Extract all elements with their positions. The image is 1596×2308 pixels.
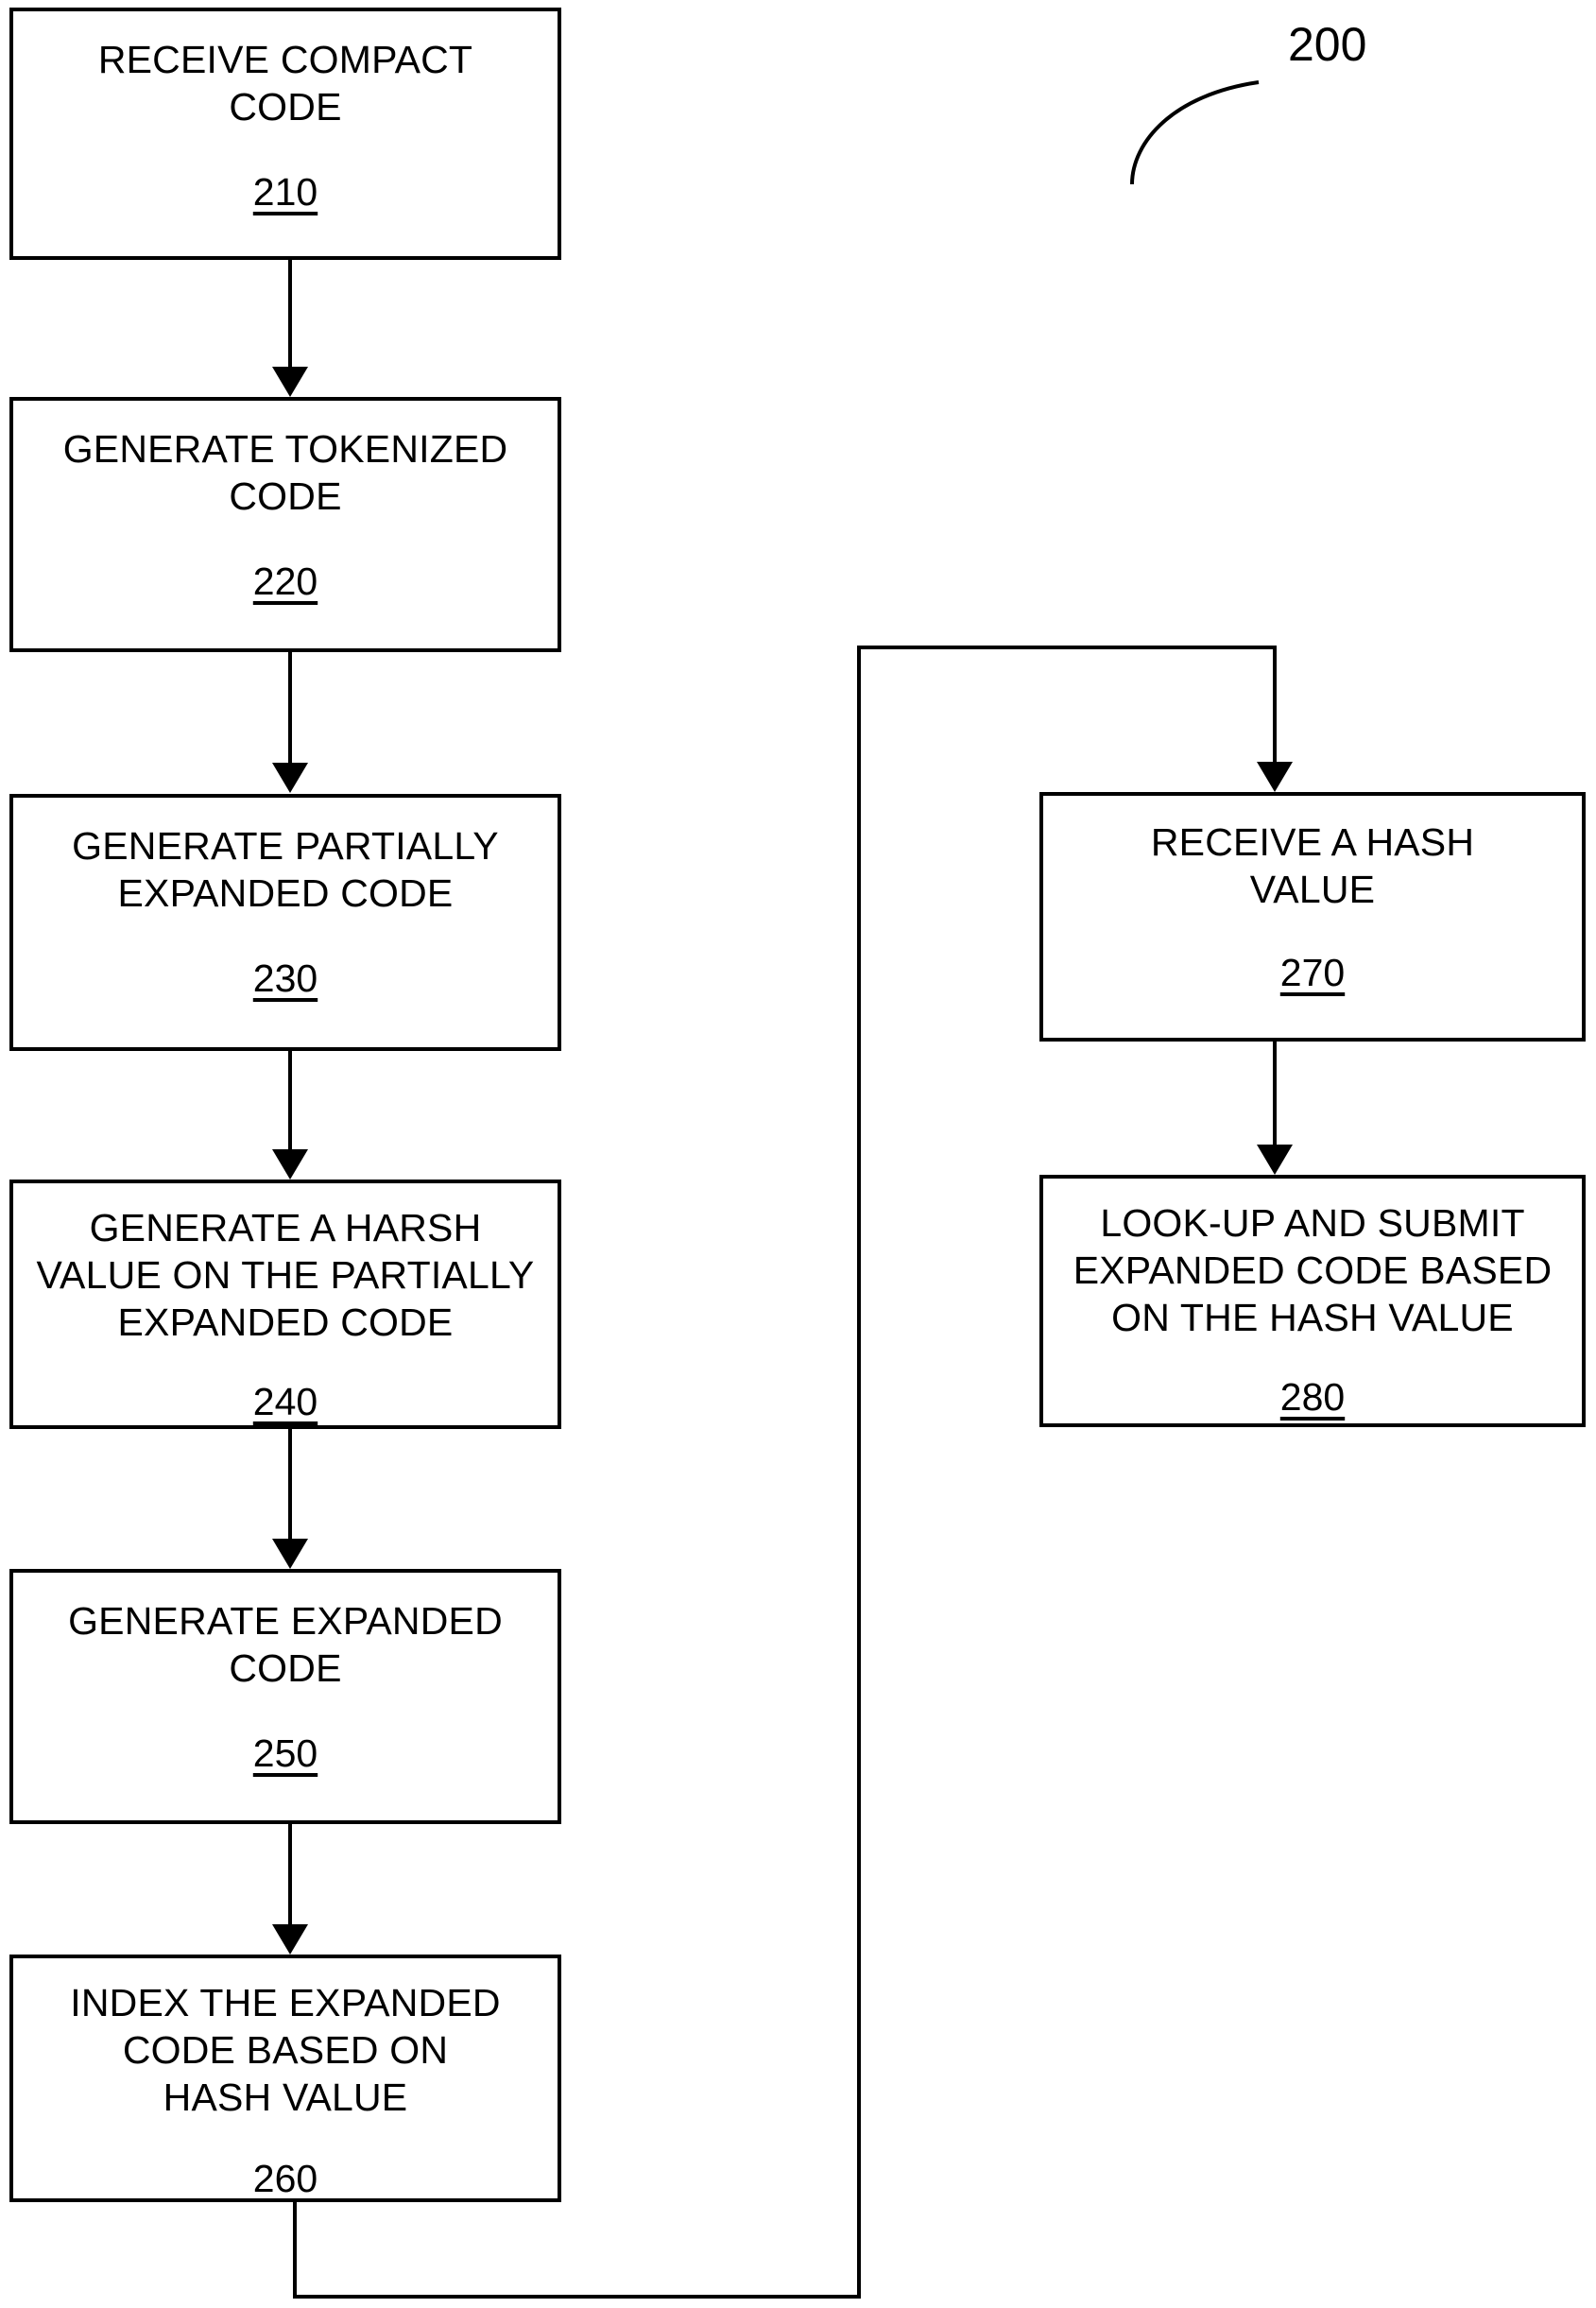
process-node-250-label: GENERATE EXPANDED CODE — [68, 1599, 503, 1690]
edge-210-220-arrowhead-icon — [272, 367, 308, 397]
process-node-220-ref: 220 — [252, 560, 318, 603]
edge-220-230-arrowhead-icon — [272, 763, 308, 793]
process-node-280[interactable]: LOOK-UP AND SUBMIT EXPANDED CODE BASED O… — [1039, 1175, 1586, 1427]
figure-leader-line-icon — [1130, 80, 1260, 185]
process-node-210[interactable]: RECEIVE COMPACT CODE 210 — [9, 8, 561, 260]
process-node-210-label: RECEIVE COMPACT CODE — [97, 38, 473, 129]
process-node-250[interactable]: GENERATE EXPANDED CODE 250 — [9, 1569, 561, 1824]
process-node-230-label: GENERATE PARTIALLY EXPANDED CODE — [72, 824, 499, 915]
process-node-260-ref: 260 — [252, 2157, 318, 2200]
edge-260-270-segment-into-270 — [1273, 646, 1277, 763]
process-node-220[interactable]: GENERATE TOKENIZED CODE 220 — [9, 397, 561, 652]
process-node-280-label: LOOK-UP AND SUBMIT EXPANDED CODE BASED O… — [1073, 1201, 1553, 1339]
process-node-230-ref: 230 — [252, 956, 318, 1000]
process-node-240-label: GENERATE A HARSH VALUE ON THE PARTIALLY … — [36, 1206, 535, 1344]
edge-250-260-arrowhead-icon — [272, 1924, 308, 1955]
process-node-270[interactable]: RECEIVE A HASH VALUE 270 — [1039, 792, 1586, 1042]
edge-260-270-segment-up — [857, 646, 861, 2299]
process-node-230[interactable]: GENERATE PARTIALLY EXPANDED CODE 230 — [9, 794, 561, 1051]
edge-230-240-line — [288, 1051, 292, 1150]
process-node-260-label: INDEX THE EXPANDED CODE BASED ON HASH VA… — [70, 1981, 501, 2119]
process-node-270-ref: 270 — [1279, 951, 1346, 994]
edge-210-220-line — [288, 260, 292, 368]
edge-260-270-segment-right-top — [857, 646, 1277, 649]
edge-260-270-segment-right-bottom — [293, 2295, 861, 2299]
process-node-220-label: GENERATE TOKENIZED CODE — [62, 427, 508, 518]
edge-250-260-line — [288, 1824, 292, 1925]
process-node-270-label: RECEIVE A HASH VALUE — [1150, 820, 1475, 911]
edge-230-240-arrowhead-icon — [272, 1149, 308, 1180]
edge-240-250-line — [288, 1429, 292, 1540]
process-node-280-ref: 280 — [1279, 1375, 1346, 1419]
edge-240-250-arrowhead-icon — [272, 1539, 308, 1569]
process-node-260[interactable]: INDEX THE EXPANDED CODE BASED ON HASH VA… — [9, 1955, 561, 2202]
edge-260-270-arrowhead-icon — [1257, 762, 1293, 792]
process-node-250-ref: 250 — [252, 1731, 318, 1775]
process-node-210-ref: 210 — [252, 170, 318, 214]
edge-260-270-segment-down — [293, 2202, 297, 2299]
edge-270-280-line — [1273, 1042, 1277, 1145]
edge-270-280-arrowhead-icon — [1257, 1145, 1293, 1175]
edge-220-230-line — [288, 652, 292, 764]
process-node-240[interactable]: GENERATE A HARSH VALUE ON THE PARTIALLY … — [9, 1180, 561, 1429]
figure-number: 200 — [1288, 18, 1367, 71]
process-node-240-ref: 240 — [252, 1380, 318, 1423]
